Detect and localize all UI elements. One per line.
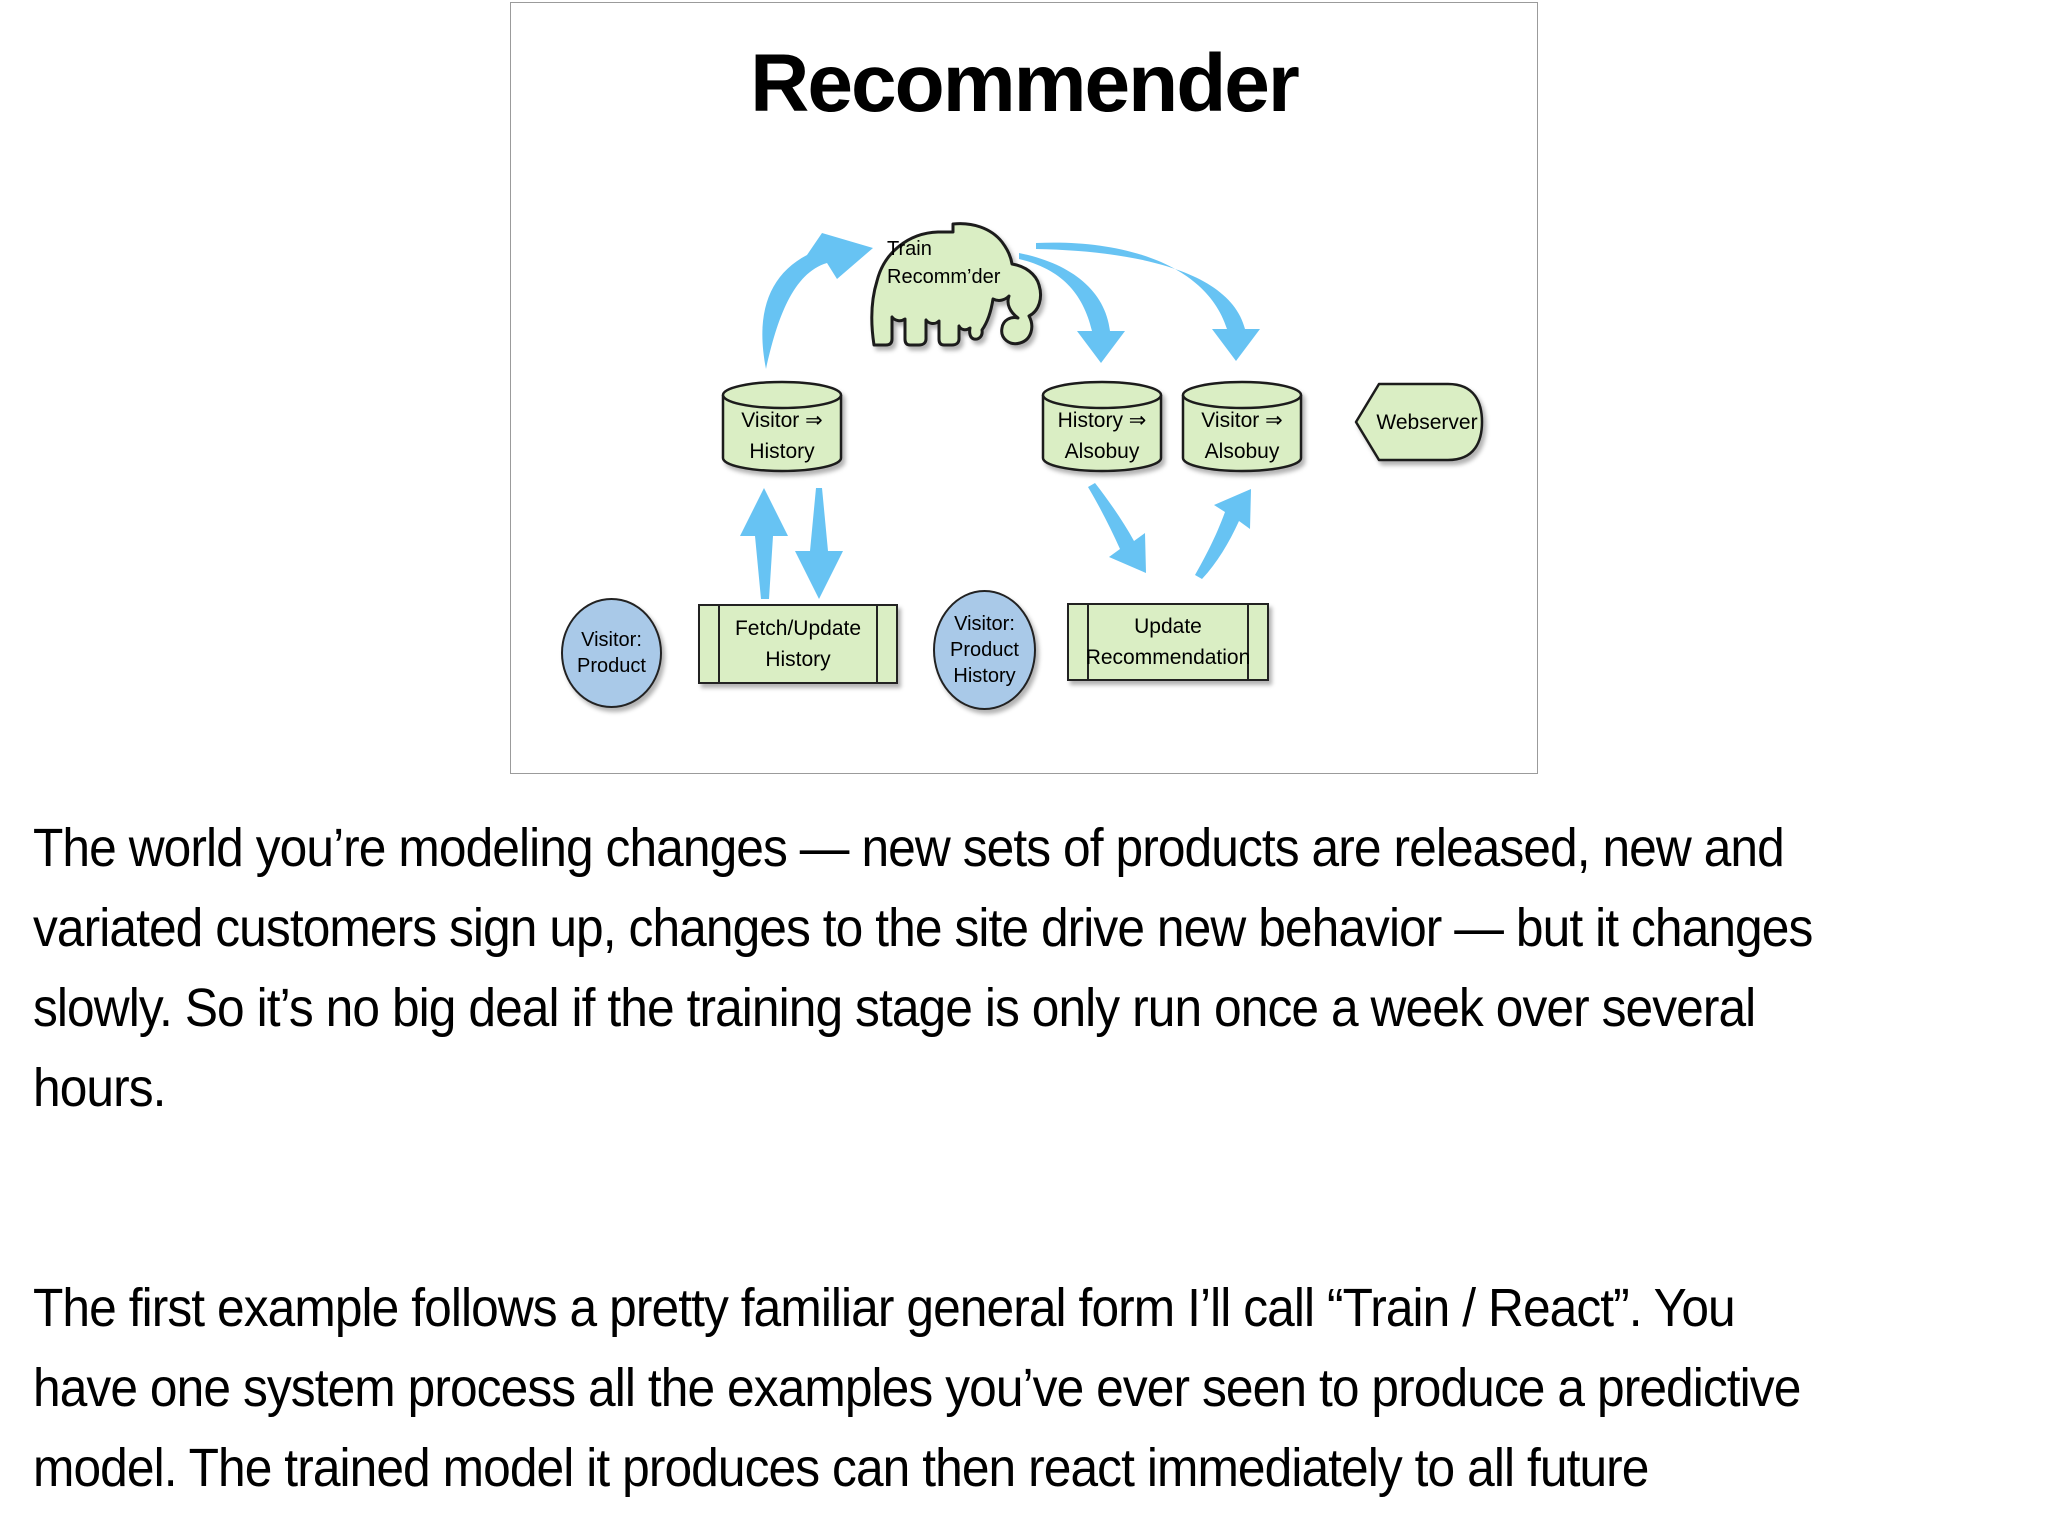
visitor-product-history-entity: Visitor: Product History (933, 590, 1036, 710)
fetch-update-history-process: Fetch/Update History (698, 604, 898, 684)
paragraph-line: model. The trained model it produces can… (33, 1438, 1649, 1498)
paragraph-line: have one system process all the examples… (33, 1358, 1801, 1418)
paragraph-world-changes: The world you’re modeling changes — new … (33, 808, 1813, 1128)
webserver-shape-icon (1354, 382, 1484, 462)
process-left-bar (1087, 605, 1089, 679)
train-recommender-label: Train Recomm’der (887, 238, 1001, 288)
arrow-fetch-to-history-up-icon (740, 488, 788, 599)
arrow-train-to-visitor-alsobuy-icon (1036, 242, 1260, 361)
cylinder-icon (721, 380, 843, 473)
paragraph-line: hours. (33, 1058, 166, 1118)
cylinder-icon (1041, 380, 1163, 473)
paragraph-train-react: The first example follows a pretty famil… (33, 1268, 1801, 1508)
cylinder-icon (1181, 380, 1303, 473)
paragraph-line: The world you’re modeling changes — new … (33, 818, 1785, 878)
history-alsobuy-store: History ⇒ Alsobuy (1041, 379, 1163, 475)
visitor-alsobuy-label: Visitor ⇒ Alsobuy (1201, 409, 1283, 463)
update-recommendation-label: Update Recommendation (1085, 615, 1251, 669)
arrow-history-to-train-icon (762, 233, 873, 369)
webserver-node: Webserver (1353, 377, 1485, 467)
visitor-alsobuy-store: Visitor ⇒ Alsobuy (1181, 379, 1303, 475)
recommender-diagram-panel: Recommender Train Recomm’der (510, 2, 1538, 774)
process-right-bar (1247, 605, 1249, 679)
visitor-history-store: Visitor ⇒ History (721, 379, 843, 475)
paragraph-line: variated customers sign up, changes to t… (33, 898, 1813, 958)
history-alsobuy-label: History ⇒ Alsobuy (1057, 409, 1147, 463)
paragraph-line: The first example follows a pretty famil… (33, 1278, 1736, 1338)
update-recommendation-process: Update Recommendation (1067, 603, 1269, 681)
visitor-product-entity: Visitor: Product (561, 598, 662, 708)
arrow-history-to-fetch-down-icon (795, 488, 843, 599)
paragraph-line: slowly. So it’s no big deal if the train… (33, 978, 1756, 1038)
train-recommender-node: Train Recomm’der (859, 215, 1051, 365)
webserver-label: Webserver (1376, 411, 1478, 434)
visitor-history-label: Visitor ⇒ History (741, 409, 823, 463)
process-left-bar (718, 606, 720, 682)
arrow-update-to-alsobuy-icon (1195, 489, 1251, 579)
fetch-update-history-label: Fetch/Update History (734, 617, 862, 671)
process-right-bar (876, 606, 878, 682)
diagram-title: Recommender (750, 38, 1300, 129)
elephant-icon (870, 222, 1043, 347)
arrow-alsobuy-to-update-icon (1088, 483, 1146, 573)
